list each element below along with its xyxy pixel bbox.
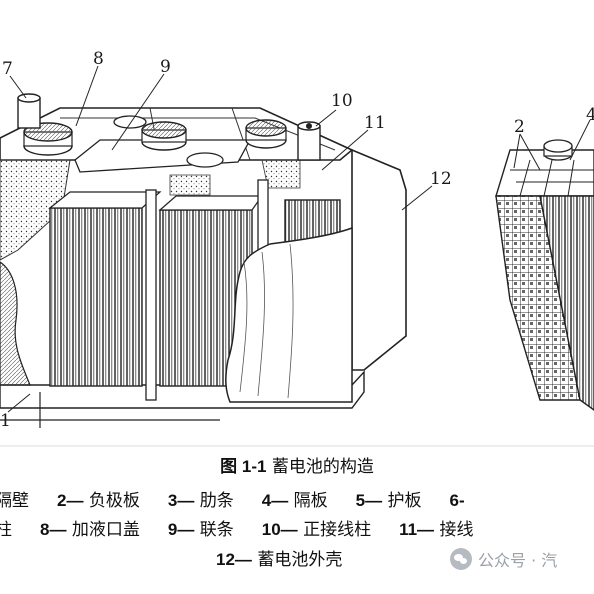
sealing-compound-left — [0, 159, 71, 261]
figure-title: 蓄电池的构造 — [271, 457, 374, 477]
plate-grid-face — [495, 195, 581, 401]
figure-caption: 图 1-1 蓄电池的构造 — [0, 452, 594, 477]
legend-item: 板隔壁 — [0, 491, 29, 511]
legend-item: 5— 护板 — [355, 491, 422, 511]
legend-row-2: 线柱 8— 加液口盖 9— 联条 10— 正接线柱 11— 接线 — [0, 515, 473, 540]
callout-9: 9 — [160, 57, 171, 77]
plate-group-detail: 2 4 — [495, 105, 594, 411]
wechat-icon — [450, 548, 472, 570]
battery-structure-diagram: 7 8 9 10 11 12 1 2 4 — [0, 49, 594, 447]
case-cutaway-edge — [225, 226, 353, 403]
legend-item: 6- — [449, 491, 465, 510]
watermark-text: 公众号 · 汽 — [478, 551, 558, 570]
filler-cap-icon — [245, 119, 287, 149]
callout-4: 4 — [586, 105, 594, 125]
sealing-compound-right — [261, 159, 301, 189]
vent-plug-icon — [113, 115, 224, 168]
callout-12: 12 — [430, 169, 452, 189]
main-battery: 7 8 9 10 11 12 1 — [0, 49, 452, 431]
sealing-compound-mid — [169, 174, 211, 196]
callout-8: 8 — [93, 49, 104, 69]
legend-item: 8— 加液口盖 — [40, 520, 140, 540]
callout-1: 1 — [0, 411, 11, 431]
callout-10: 10 — [331, 91, 353, 111]
positive-terminal-post-icon — [297, 121, 321, 161]
left-cutaway-edge — [0, 261, 31, 386]
negative-terminal-post-icon — [17, 93, 41, 129]
legend-item: 9— 联条 — [167, 520, 234, 540]
legend-item: 3— 肋条 — [167, 491, 234, 511]
callout-2: 2 — [514, 117, 525, 137]
cell-partition-1 — [145, 189, 157, 401]
legend-item: 12— 蓄电池外壳 — [216, 550, 343, 570]
battery-case-side — [351, 148, 407, 371]
legend-row-3: 12— 蓄电池外壳 — [216, 545, 342, 570]
plate-group-1 — [49, 207, 143, 387]
legend-item: 10— 正接线柱 — [261, 520, 372, 540]
legend-item: 11— 接线 — [399, 520, 474, 540]
callout-7: 7 — [2, 59, 13, 79]
filler-cap-icon — [141, 121, 187, 151]
callout-11: 11 — [364, 113, 386, 133]
legend-item: 线柱 — [0, 520, 12, 540]
legend-item: 4— 隔板 — [261, 491, 328, 511]
callout-leader-lines — [7, 65, 433, 413]
legend-row-1: 板隔壁 2— 负极板 3— 肋条 4— 隔板 5— 护板 6- — [0, 486, 465, 511]
legend-item: 2— 负极板 — [57, 491, 140, 511]
figure-number: 图 1-1 — [220, 457, 267, 476]
account-watermark: 公众号 · 汽 — [450, 546, 557, 572]
